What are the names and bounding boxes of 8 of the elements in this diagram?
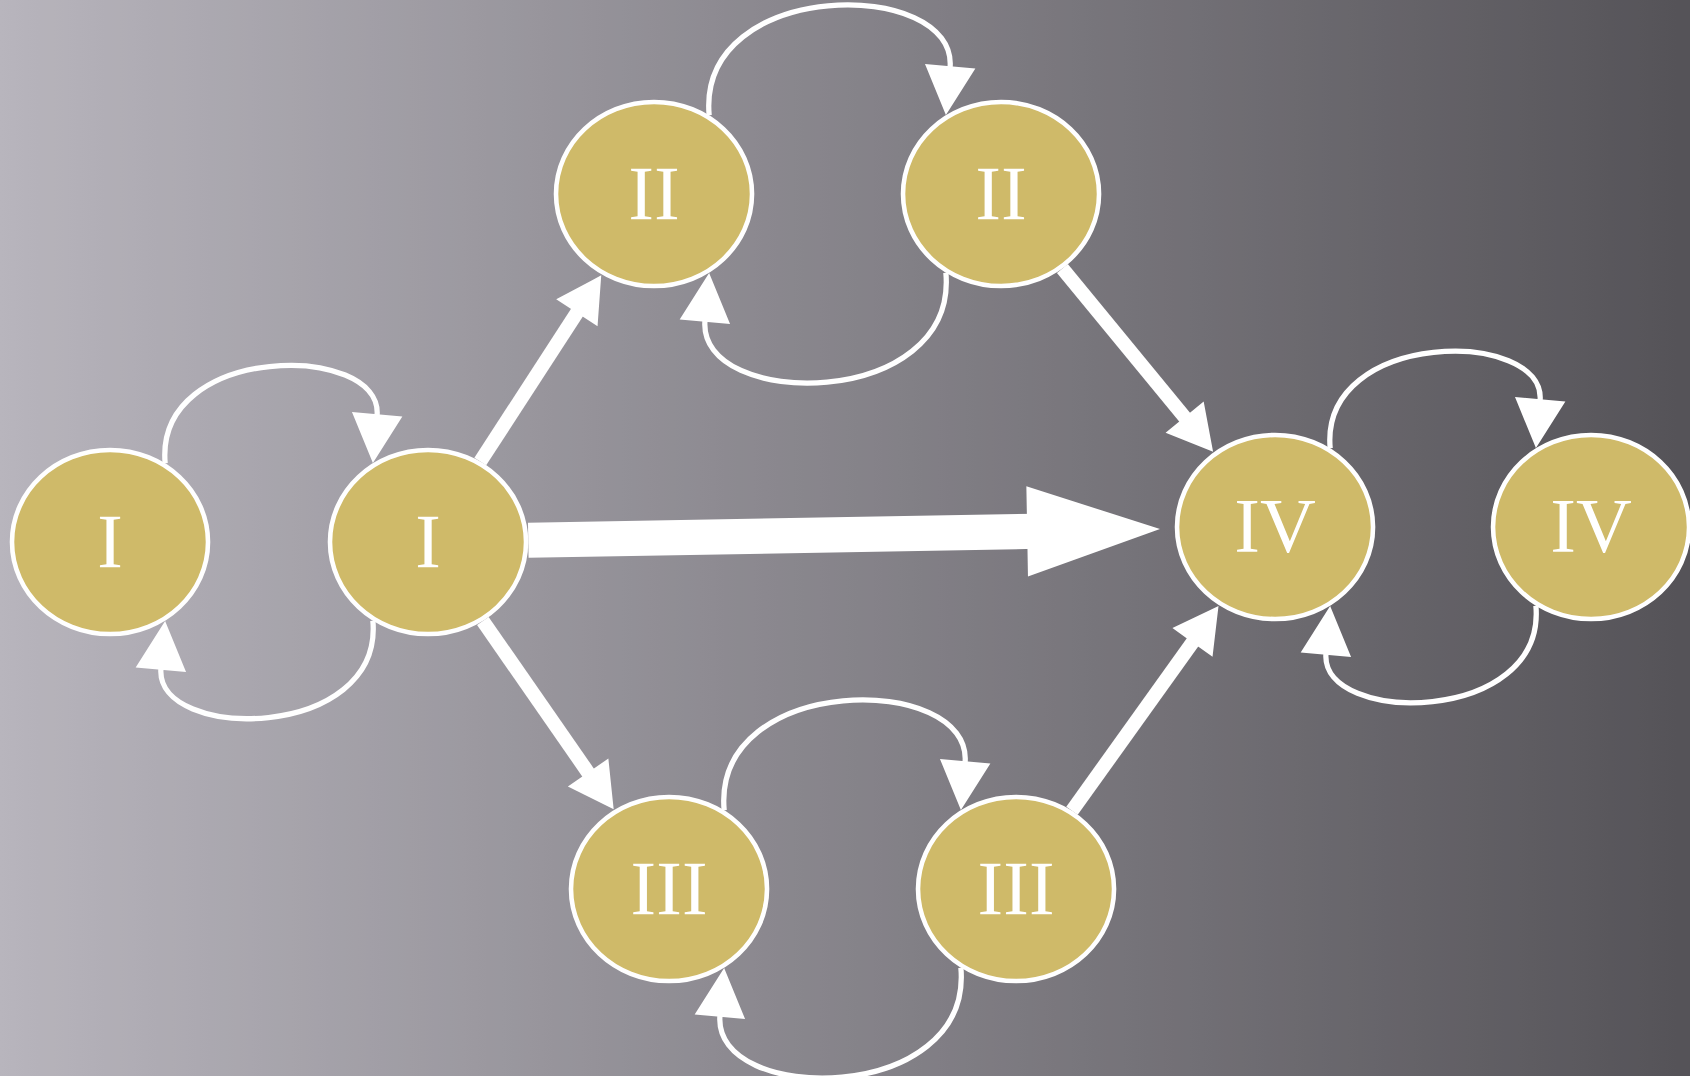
loop-arrow — [135, 620, 376, 722]
loop-arrow — [162, 362, 403, 464]
loop-arrow — [679, 272, 949, 386]
loop-arrow — [706, 2, 976, 116]
loop-arrow — [1300, 605, 1539, 706]
loop-arrow — [721, 697, 991, 811]
loop-arrow — [1327, 348, 1566, 449]
loop-arrow — [694, 967, 964, 1076]
